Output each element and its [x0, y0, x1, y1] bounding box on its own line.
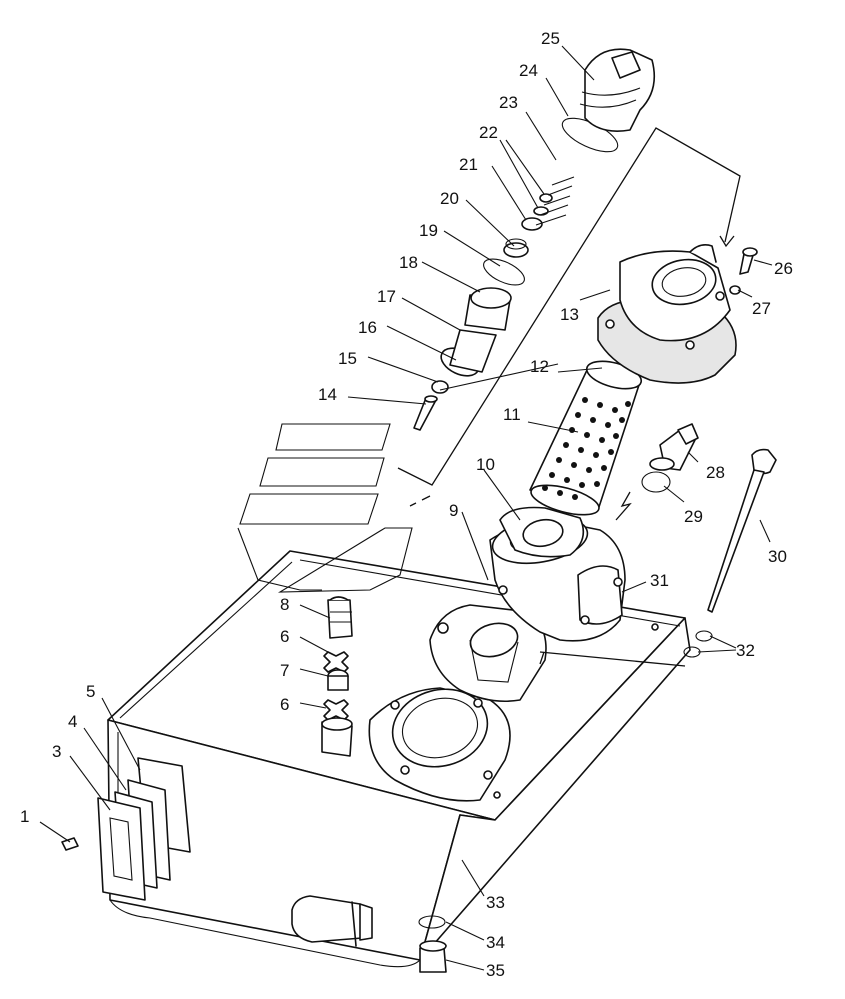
callout-27: 27 [752, 299, 771, 318]
callout-9: 9 [449, 501, 458, 520]
part-28-29-fitting [641, 423, 699, 493]
callout-7: 7 [280, 661, 289, 680]
callout-19: 19 [419, 221, 438, 240]
shadow-panels [237, 423, 413, 593]
callout-25: 25 [541, 29, 560, 48]
callout-26: 26 [774, 259, 793, 278]
callout-4: 4 [68, 712, 77, 731]
callout-28: 28 [706, 463, 725, 482]
callout-1: 1 [20, 807, 29, 826]
leader-lines [39, 45, 773, 971]
callout-32: 32 [736, 641, 755, 660]
callout-23: 23 [499, 93, 518, 112]
callout-22: 22 [479, 123, 498, 142]
part-26-27-bolt [729, 247, 758, 295]
part-33-fitting [291, 895, 373, 947]
tank-housing-9 [429, 604, 547, 703]
part-11-filter-element [529, 360, 643, 516]
callout-labels: 1 3 4 5 6 6 7 8 9 10 11 12 13 14 15 16 1… [20, 29, 793, 980]
callout-6b: 6 [280, 695, 289, 714]
part-34-35-plug [418, 915, 447, 973]
part-30-dipstick [707, 448, 777, 613]
flow-lines [397, 127, 741, 667]
tank-flange [368, 623, 659, 802]
callout-18: 18 [399, 253, 418, 272]
callout-35: 35 [486, 961, 505, 980]
valve-stack [413, 48, 656, 431]
callout-29: 29 [684, 507, 703, 526]
callout-12: 12 [530, 357, 549, 376]
callout-31: 31 [650, 571, 669, 590]
callout-17: 17 [377, 287, 396, 306]
callout-30: 30 [768, 547, 787, 566]
plug-stack [321, 596, 353, 757]
callout-14: 14 [318, 385, 337, 404]
callout-8: 8 [280, 595, 289, 614]
callout-15: 15 [338, 349, 357, 368]
callout-13: 13 [560, 305, 579, 324]
callout-5: 5 [86, 682, 95, 701]
side-cover-stack [61, 757, 191, 901]
callout-34: 34 [486, 933, 505, 952]
callout-10: 10 [476, 455, 495, 474]
callout-21: 21 [459, 155, 478, 174]
callout-16: 16 [358, 318, 377, 337]
callout-3: 3 [52, 742, 61, 761]
callout-24: 24 [519, 61, 538, 80]
part-13-filter-cover [597, 244, 737, 384]
part-10-oring [499, 506, 585, 558]
callout-6a: 6 [280, 627, 289, 646]
callout-11: 11 [503, 405, 521, 424]
callout-33: 33 [486, 893, 505, 912]
callout-20: 20 [440, 189, 459, 208]
